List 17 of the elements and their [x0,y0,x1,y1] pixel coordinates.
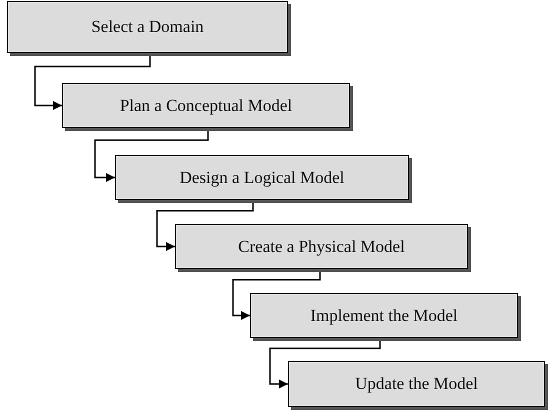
connector-arrow [34,53,151,110]
process-box [288,361,545,407]
process-box [7,1,288,53]
process-box [62,83,350,128]
step-label: Select a Domain [91,17,204,37]
connector-arrow [156,200,254,251]
step-label: Update the Model [355,374,478,394]
connector-arrow [94,128,209,182]
process-box [175,224,468,269]
connector-arrow [232,269,321,320]
process-box [115,155,409,200]
connector-arrow [269,338,381,388]
step-label: Design a Logical Model [180,168,344,188]
step-label: Create a Physical Model [238,236,405,256]
process-box [250,293,518,338]
step-label: Plan a Conceptual Model [120,96,292,116]
step-label: Implement the Model [310,306,458,326]
